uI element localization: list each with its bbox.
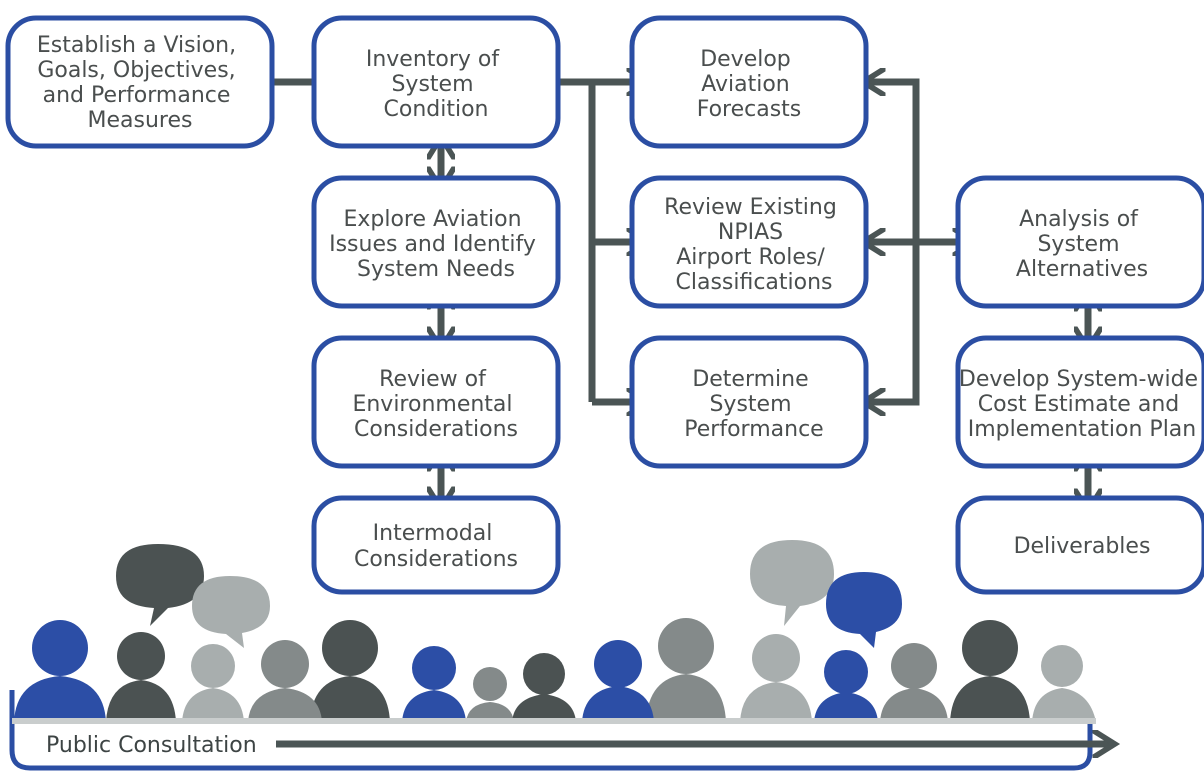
svg-text:Develop System-wide Cost: Develop System-wide Cost Estimate and Im… xyxy=(959,367,1204,442)
box-deliverables-line: Deliverables xyxy=(1014,534,1151,559)
box-forecasts-line: Develop xyxy=(700,47,791,72)
svg-text:Develop Aviation F: Develop Aviation Forecasts xyxy=(697,47,802,122)
public-consultation-label: Public Consultation xyxy=(46,733,257,758)
svg-text:Intermodal Consideration: Intermodal Considerations xyxy=(354,521,518,572)
person-silhouette-icon xyxy=(248,640,322,722)
svg-text:Explore Aviation Issues: Explore Aviation Issues and Identify Sys… xyxy=(329,207,543,282)
box-alternatives-line: System xyxy=(1037,232,1119,257)
person-silhouette-icon xyxy=(646,618,726,722)
box-deliverables: Deliverables xyxy=(955,495,1204,595)
person-silhouette-icon xyxy=(402,646,466,722)
box-alternatives-line: Alternatives xyxy=(1016,257,1148,282)
box-explore-line: Issues and Identify xyxy=(329,232,536,257)
box-npias-line: Review Existing xyxy=(664,195,837,220)
person-silhouette-icon xyxy=(182,644,244,722)
box-vision-line: Goals, Objectives, xyxy=(37,58,235,83)
svg-text:Review of Environmental: Review of Environmental Considerations xyxy=(352,367,519,442)
box-npias-line: NPIAS xyxy=(718,220,783,245)
person-silhouette-icon xyxy=(950,620,1030,722)
box-alternatives: Analysis of System Alternatives xyxy=(955,175,1204,309)
person-silhouette-icon xyxy=(814,650,878,722)
crowd-ground-bar xyxy=(12,718,1096,724)
box-vision-line: Establish a Vision, xyxy=(37,33,236,58)
box-forecasts: Develop Aviation Forecasts xyxy=(629,15,869,149)
box-intermodal-line: Intermodal xyxy=(373,521,493,546)
speech-bubble-icon xyxy=(750,540,834,626)
box-performance: Determine System Performance xyxy=(629,335,869,469)
svg-text:Analysis of System: Analysis of System Alternatives xyxy=(1016,207,1148,282)
box-forecasts-line: Aviation xyxy=(701,72,790,97)
person-silhouette-icon xyxy=(310,620,390,722)
box-inventory: Inventory of System Condition xyxy=(311,15,561,149)
svg-text:Establish a Vision, Goal: Establish a Vision, Goals, Objectives, a… xyxy=(37,33,243,133)
box-vision-line: and Performance xyxy=(43,83,231,108)
box-npias-line: Classifications xyxy=(675,270,832,295)
box-cost: Develop System-wide Cost Estimate and Im… xyxy=(955,335,1204,469)
box-inventory-line: System xyxy=(391,72,473,97)
person-silhouette-icon xyxy=(880,643,948,722)
trunk-inventory-branch xyxy=(558,78,596,402)
box-npias: Review Existing NPIAS Airport Roles/ Cla… xyxy=(629,175,869,309)
box-intermodal-line: Considerations xyxy=(354,547,518,572)
person-silhouette-icon xyxy=(512,653,576,722)
box-performance-line: Determine xyxy=(692,367,808,392)
box-vision-line: Measures xyxy=(88,108,193,133)
svg-text:Deliverables: Deliverables xyxy=(1014,534,1151,559)
public-consultation-frame xyxy=(9,690,1093,771)
box-inventory-line: Inventory of xyxy=(366,47,501,72)
box-cost-line: Implementation Plan xyxy=(968,417,1197,442)
box-npias-line: Airport Roles/ xyxy=(676,245,825,270)
box-explore-line: Explore Aviation xyxy=(343,207,521,232)
person-silhouette-icon xyxy=(740,634,812,722)
speech-bubble-icon xyxy=(826,572,902,648)
speech-bubble-icon xyxy=(192,576,270,648)
person-silhouette-icon xyxy=(1032,645,1096,722)
person-silhouette-icon xyxy=(582,640,654,722)
svg-text:Determine System P: Determine System Performance xyxy=(684,367,823,442)
box-cost-line: Cost Estimate and xyxy=(978,392,1179,417)
box-environmental-line: Considerations xyxy=(354,417,518,442)
box-environmental-line: Review of xyxy=(379,367,487,392)
box-vision: Establish a Vision, Goals, Objectives, a… xyxy=(5,15,275,149)
box-forecasts-line: Forecasts xyxy=(697,97,802,122)
box-performance-line: System xyxy=(709,392,791,417)
box-inventory-line: Condition xyxy=(384,97,489,122)
box-cost-line: Develop System-wide xyxy=(959,367,1198,392)
person-silhouette-icon xyxy=(106,632,176,722)
box-intermodal: Intermodal Considerations xyxy=(311,495,561,595)
person-silhouette-icon xyxy=(466,667,514,722)
svg-text:Review Existing NPIAS: Review Existing NPIAS Airport Roles/ Cla… xyxy=(664,195,844,295)
speech-bubble-icon xyxy=(116,544,204,626)
box-alternatives-line: Analysis of xyxy=(1019,207,1139,232)
person-silhouette-icon xyxy=(14,620,106,722)
box-performance-line: Performance xyxy=(684,417,823,442)
box-explore: Explore Aviation Issues and Identify Sys… xyxy=(311,175,561,309)
box-environmental-line: Environmental xyxy=(352,392,512,417)
box-explore-line: System Needs xyxy=(357,257,515,282)
box-environmental: Review of Environmental Considerations xyxy=(311,335,561,469)
svg-text:Inventory of System: Inventory of System Condition xyxy=(366,47,506,122)
